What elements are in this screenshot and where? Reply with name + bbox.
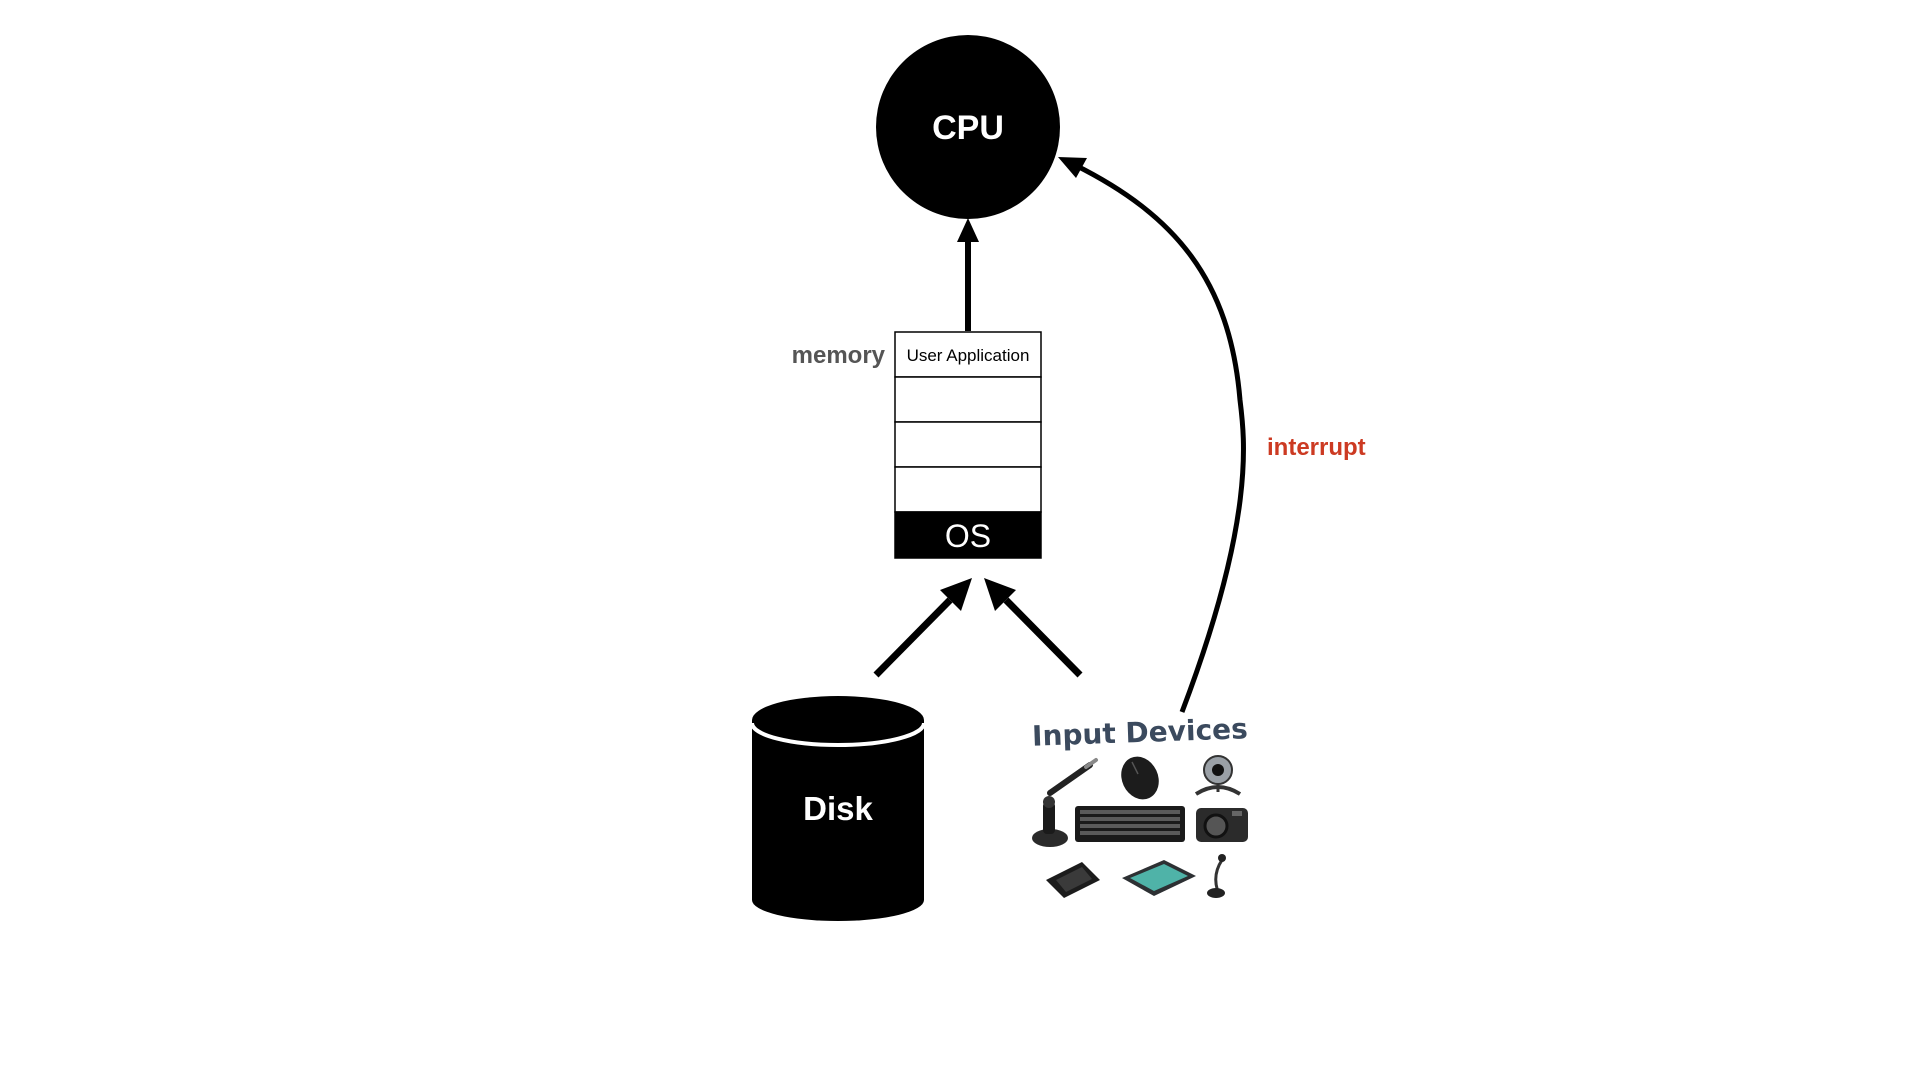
memory-slot-label: User Application xyxy=(907,346,1030,365)
disk-node: Disk xyxy=(750,696,926,921)
cpu-label: CPU xyxy=(932,109,1004,147)
input-devices: Input Devices xyxy=(1032,712,1249,898)
scanner-icon xyxy=(1122,860,1196,896)
memory-slot-empty xyxy=(894,466,1042,513)
mouse-icon xyxy=(1121,756,1159,800)
input-devices-title: Input Devices xyxy=(1032,712,1249,753)
interrupt-arrow xyxy=(1058,157,1246,713)
memory-slot-empty xyxy=(894,421,1042,468)
webcam-icon xyxy=(1194,755,1242,796)
memory-label: memory xyxy=(792,342,886,369)
disk-body xyxy=(752,720,924,900)
keyboard-icon xyxy=(1075,806,1185,842)
disk-to-memory-arrow xyxy=(873,578,972,678)
joystick-icon xyxy=(1032,796,1068,847)
graphics-tablet-icon xyxy=(1046,862,1100,898)
microphone-icon xyxy=(1207,854,1226,898)
memory-stack: memory User Application OS xyxy=(792,331,1042,559)
memory-to-cpu-arrow xyxy=(957,218,979,331)
stylus-pen-icon xyxy=(1047,758,1098,796)
memory-slot-os xyxy=(894,511,1042,559)
input-devices-to-memory-arrow xyxy=(984,578,1083,678)
interrupt-label: interrupt xyxy=(1267,434,1366,461)
disk-label: Disk xyxy=(803,790,873,827)
memory-slot-user-application xyxy=(894,331,1042,378)
memory-slot-empty xyxy=(894,376,1042,423)
disk-bottom xyxy=(752,879,924,921)
disk-top xyxy=(752,696,924,744)
os-label: OS xyxy=(945,518,991,554)
cpu-node: CPU xyxy=(876,35,1060,219)
cpu-circle xyxy=(876,35,1060,219)
digital-camera-icon xyxy=(1196,808,1248,842)
